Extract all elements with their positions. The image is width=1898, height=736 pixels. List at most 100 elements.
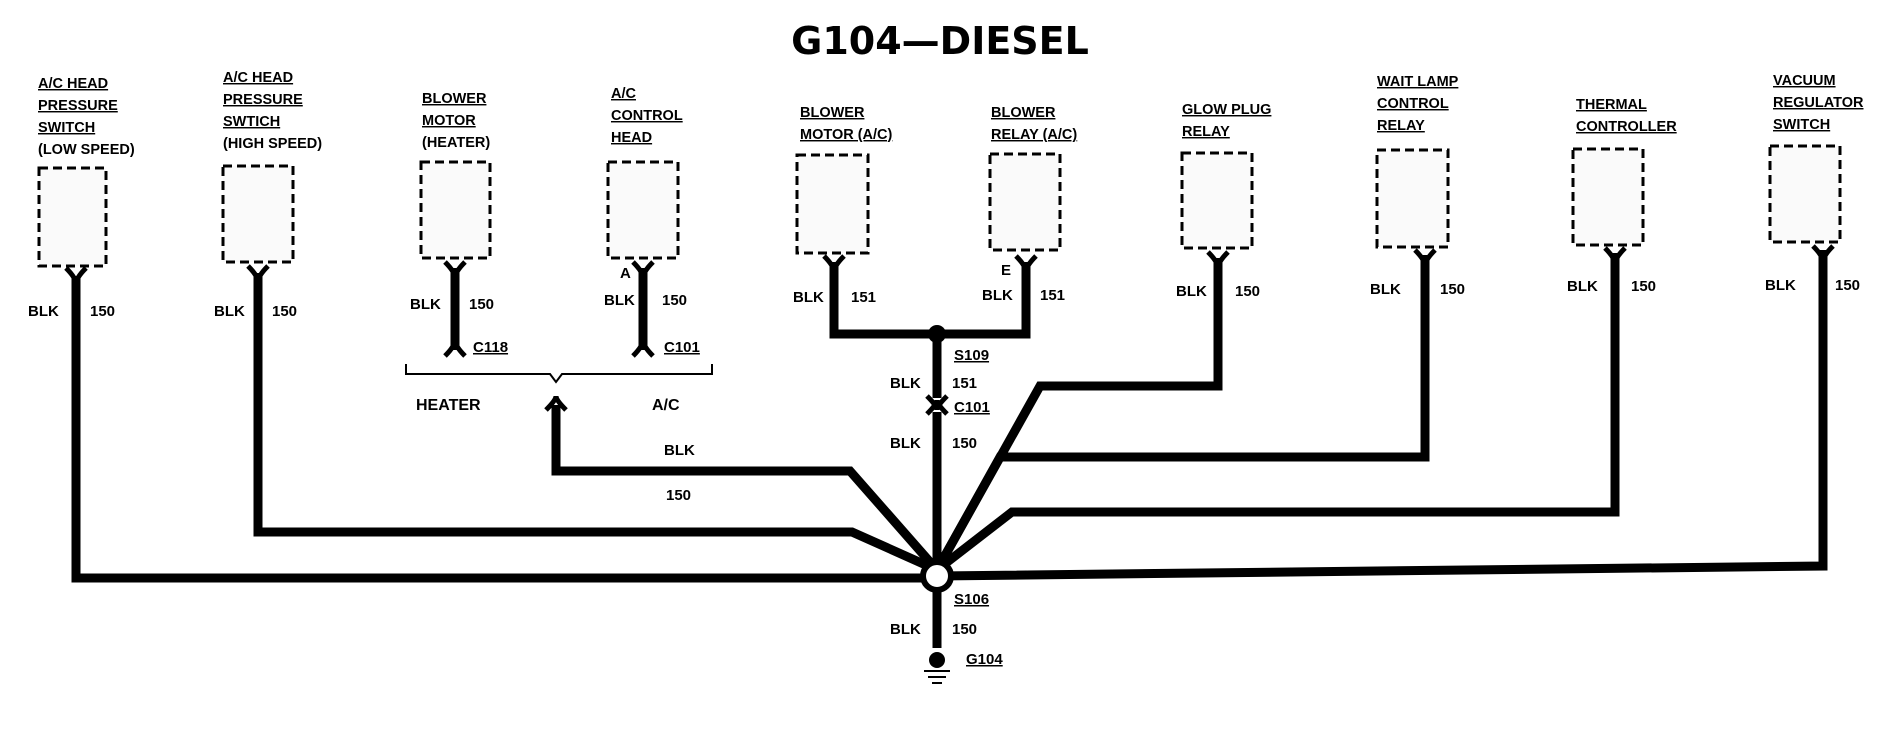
svg-text:CONTROL: CONTROL [611, 108, 683, 124]
reference-labels: C118 C101 S109 C101 S106 G104 [473, 339, 1003, 668]
wire-blower-relay-ac [937, 262, 1031, 339]
wire-ac-head-low [71, 276, 937, 583]
ac-head-pressure-switch-low-label: A/C HEAD PRESSURE SWITCH (LOW SPEED) [38, 76, 135, 158]
connector-c118-label: C118 [473, 339, 508, 356]
svg-text:RELAY (A/C): RELAY (A/C) [991, 127, 1077, 143]
svg-text:BLOWER: BLOWER [422, 91, 487, 107]
ac-head-pressure-switch-high-box [221, 164, 295, 264]
connector-c101-label: C101 [954, 399, 990, 416]
wire-color-label: BLK [982, 287, 1013, 304]
svg-text:WAIT LAMP: WAIT LAMP [1377, 74, 1459, 90]
svg-text:MOTOR (A/C): MOTOR (A/C) [800, 127, 893, 143]
vacuum-regulator-switch-box [1768, 144, 1842, 244]
glow-plug-relay-label: GLOW PLUG RELAY [1182, 102, 1271, 140]
splice-s106-dot [920, 559, 954, 593]
blower-motor-ac-label: BLOWER MOTOR (A/C) [800, 105, 893, 143]
wire-circuit-label: 150 [1631, 278, 1656, 295]
wire-blower-motor-ac [829, 262, 937, 339]
svg-text:A/C HEAD: A/C HEAD [223, 70, 293, 86]
svg-text:A/C: A/C [611, 86, 637, 102]
svg-text:A/C HEAD: A/C HEAD [38, 76, 108, 92]
svg-text:BLOWER: BLOWER [991, 105, 1056, 121]
blower-motor-heater-label: BLOWER MOTOR (HEATER) [422, 91, 490, 151]
wire-circuit-label: 151 [1040, 287, 1065, 304]
blower-relay-ac-label: BLOWER RELAY (A/C) [991, 105, 1077, 143]
wire-color-label: BLK [664, 442, 695, 459]
ac-head-pressure-switch-high-label: A/C HEAD PRESSURE SWTICH (HIGH SPEED) [223, 70, 322, 152]
svg-text:RELAY: RELAY [1377, 118, 1425, 134]
wire-color-label: BLK [1567, 278, 1598, 295]
ground-icon [924, 652, 950, 684]
wire-color-label: BLK [1370, 281, 1401, 298]
svg-text:(LOW SPEED): (LOW SPEED) [38, 142, 135, 158]
vacuum-regulator-switch-label: VACUUM REGULATOR SWITCH [1773, 73, 1864, 133]
wire-circuit-label: 150 [1235, 283, 1260, 300]
terminal-pins [64, 244, 1835, 416]
wire-circuit-label: 150 [666, 487, 691, 504]
wait-lamp-control-relay-label: WAIT LAMP CONTROL RELAY [1377, 74, 1459, 134]
wire-color-label: BLK [890, 375, 921, 392]
wait-lamp-control-relay-box [1375, 148, 1450, 249]
wire-color-label: BLK [1176, 283, 1207, 300]
blower-motor-heater-box [419, 160, 492, 260]
svg-text:VACUUM: VACUUM [1773, 73, 1836, 89]
svg-text:HEAD: HEAD [611, 130, 652, 146]
wire-color-label: BLK [890, 621, 921, 638]
wire-circuit-label: 150 [952, 621, 977, 638]
wire-labels: BLK 150 BLK 150 BLK 150 A BLK 150 BLK 15… [28, 262, 1860, 638]
wire-color-label: BLK [410, 296, 441, 313]
wire-heater-ac-branch [551, 405, 941, 573]
ground-g104-label: G104 [966, 651, 1003, 668]
splice-s109-dot [928, 325, 946, 343]
svg-text:REGULATOR: REGULATOR [1773, 95, 1864, 111]
wire-circuit-label: 150 [90, 303, 115, 320]
diagram-title: G104—DIESEL [791, 19, 1089, 63]
wire-thermal-controller [934, 253, 1620, 574]
svg-text:(HIGH SPEED): (HIGH SPEED) [223, 136, 322, 152]
wire-circuit-label: 150 [1440, 281, 1465, 298]
svg-text:GLOW PLUG: GLOW PLUG [1182, 102, 1271, 118]
wire-circuit-label: 150 [952, 435, 977, 452]
wire-circuit-label: 150 [469, 296, 494, 313]
thermal-controller-box [1571, 147, 1645, 247]
wire-circuit-label: 150 [662, 292, 687, 309]
splice-s109-label: S109 [954, 347, 989, 364]
heater-ac-bracket [405, 364, 713, 384]
section-heater-label: HEATER [416, 397, 481, 414]
ac-control-head-box [606, 160, 680, 260]
wire-wait-lamp-relay [933, 255, 1430, 573]
wire-circuit-label: 151 [851, 289, 876, 306]
wire-color-label: BLK [1765, 277, 1796, 294]
wire-circuit-label: 151 [952, 375, 977, 392]
svg-text:SWTICH: SWTICH [223, 114, 280, 130]
wire-vacuum-regulator [936, 250, 1828, 581]
splice-s106-label: S106 [954, 591, 989, 608]
wire-circuit-label: 150 [1835, 277, 1860, 294]
svg-text:PRESSURE: PRESSURE [38, 98, 118, 114]
svg-text:THERMAL: THERMAL [1576, 97, 1647, 113]
wire-color-label: BLK [214, 303, 245, 320]
svg-text:(HEATER): (HEATER) [422, 135, 490, 151]
section-ac-label: A/C [652, 397, 680, 414]
wire-color-label: BLK [28, 303, 59, 320]
ac-control-head-label: A/C CONTROL HEAD [611, 86, 683, 146]
blower-motor-ac-box [795, 153, 870, 255]
wire-harness [71, 250, 1828, 648]
connector-c101-label: C101 [664, 339, 700, 356]
svg-text:SWITCH: SWITCH [38, 120, 95, 136]
wire-ac-head-high [253, 273, 939, 575]
thermal-controller-label: THERMAL CONTROLLER [1576, 97, 1677, 135]
svg-text:CONTROL: CONTROL [1377, 96, 1449, 112]
pin-a-label: A [620, 265, 631, 282]
wire-color-label: BLK [890, 435, 921, 452]
ac-head-pressure-switch-low-box [37, 166, 108, 268]
glow-plug-relay-box [1180, 151, 1254, 250]
svg-text:BLOWER: BLOWER [800, 105, 865, 121]
wire-color-label: BLK [604, 292, 635, 309]
wire-color-label: BLK [793, 289, 824, 306]
blower-relay-ac-box [988, 152, 1062, 252]
svg-text:RELAY: RELAY [1182, 124, 1230, 140]
svg-text:SWITCH: SWITCH [1773, 117, 1830, 133]
svg-text:CONTROLLER: CONTROLLER [1576, 119, 1677, 135]
